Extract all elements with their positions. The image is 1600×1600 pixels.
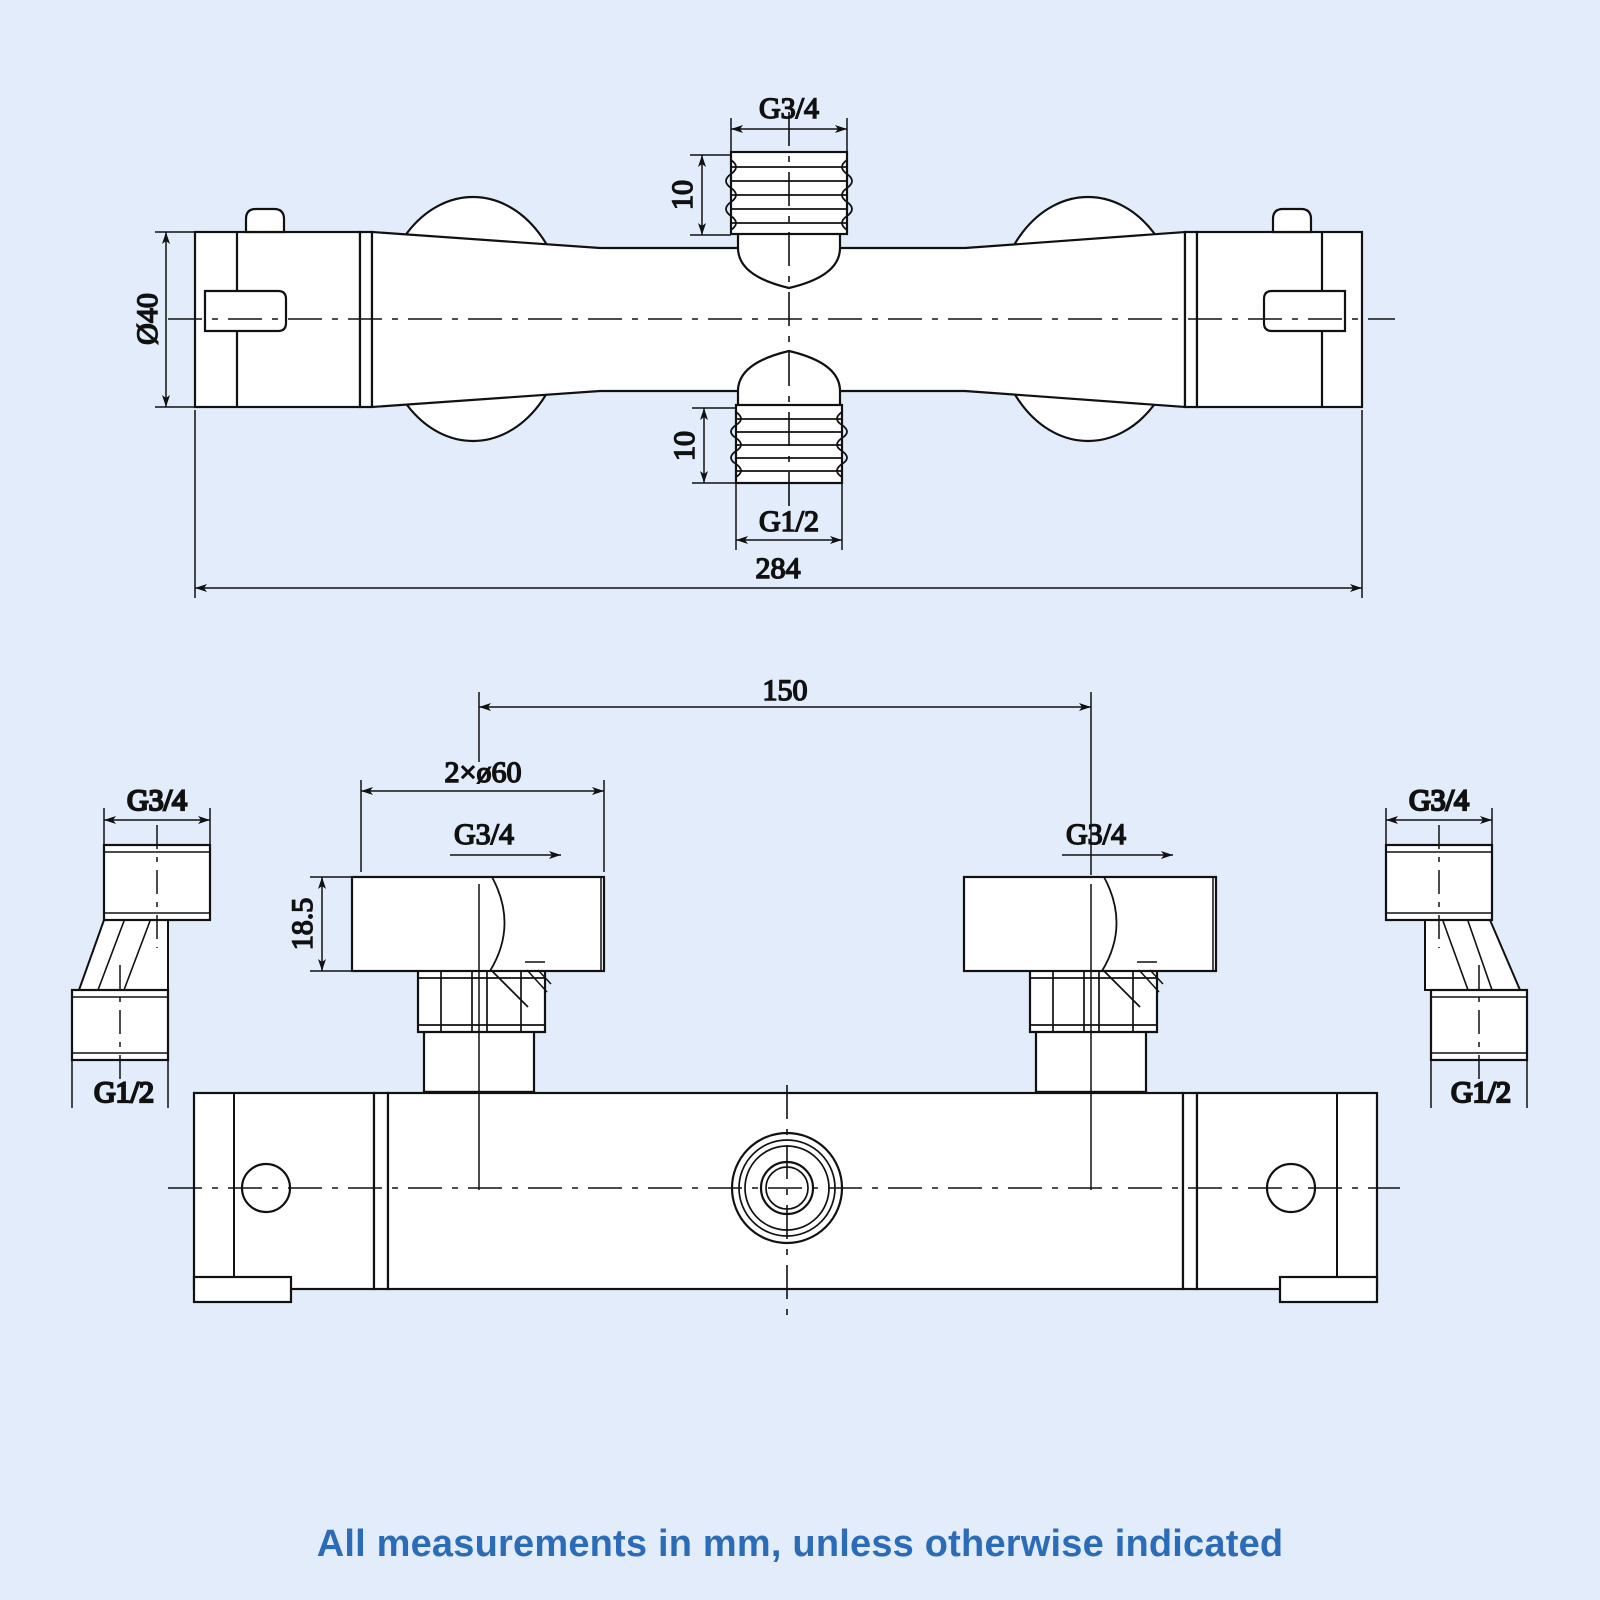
dim-label-dia40: Ø40: [131, 293, 164, 345]
dim-284: [194, 410, 1363, 598]
left-ecc-label-g12: G1/2: [94, 1076, 154, 1109]
right-handle-hatch: [1137, 961, 1164, 993]
dim-10-top: [690, 154, 731, 236]
dim-label-g12-bottom: G1/2: [759, 505, 819, 538]
left-handle-hatch: [525, 961, 552, 993]
left-side-lug: [203, 289, 288, 333]
right-ecc-dim-g34: [1385, 808, 1493, 845]
top-view-dimensions: Ø40 G3/4 10 10 G1/2: [130, 91, 1363, 598]
dim-150: [478, 692, 1092, 875]
right-top-nub: [1271, 207, 1313, 234]
right-ecc-slant-lines: [1442, 920, 1493, 991]
right-handle-hexnut: [1028, 968, 1159, 1034]
left-handle-hexnut-lines: [418, 970, 545, 1032]
dim-label-2x-dia60: 2×ø60: [445, 756, 522, 789]
right-handle-cap: [962, 875, 1218, 973]
front-left-collar: [372, 1091, 390, 1291]
front-center-barrel: [386, 1091, 1185, 1291]
dim-g34-top: [730, 118, 848, 152]
dim-2x-dia60: [360, 780, 605, 872]
right-ecc-label-g34: G3/4: [1409, 784, 1469, 817]
left-handle-hexnut: [416, 968, 547, 1034]
right-ecc-lower-block: [1429, 988, 1529, 1062]
right-ecc-label-g12: G1/2: [1451, 1076, 1511, 1109]
front-view-body: [192, 1091, 1379, 1304]
dim-label-g34-left-handle: G3/4: [454, 818, 514, 851]
dim-label-284: 284: [756, 552, 801, 585]
right-handle-hexnut-lines: [1030, 970, 1157, 1032]
left-ecc-dim-g34: [103, 808, 211, 845]
front-left-foot: [192, 1275, 293, 1304]
left-top-nub: [244, 207, 286, 234]
dim-18-5: [310, 876, 352, 972]
front-view-dimensions: 150 2×ø60 G3/4 18.5 G3/4: [285, 673, 1173, 972]
dim-10-bottom: [692, 407, 736, 484]
dim-label-18-5: 18.5: [286, 898, 319, 951]
right-handle-inner-curve: [1101, 876, 1118, 972]
front-view: [168, 875, 1400, 1318]
left-handle-inner-curve: [489, 876, 506, 972]
dim-g12-bottom: [735, 483, 843, 550]
dim-label-10-top: 10: [666, 180, 699, 210]
left-ecc-slant-lines: [97, 920, 151, 991]
dim-dia40: [155, 231, 205, 408]
dim-label-150: 150: [763, 674, 808, 707]
front-right-foot: [1278, 1275, 1379, 1304]
front-right-collar: [1181, 1091, 1199, 1291]
right-eccentric-detail: G3/4 G1/2: [1384, 783, 1529, 1110]
left-ecc-dim-g12: [71, 1060, 169, 1108]
right-side-lug: [1262, 289, 1347, 333]
left-ecc-label-g34: G3/4: [127, 784, 187, 817]
left-handle-inner-curve2: [491, 970, 529, 1008]
measurement-note: All measurements in mm, unless otherwise…: [316, 1523, 1284, 1565]
dim-label-g34-right-handle: G3/4: [1066, 818, 1126, 851]
left-handle-cap: [350, 875, 606, 973]
dim-label-g34-top: G3/4: [759, 92, 819, 125]
right-handle-inner-curve2: [1103, 970, 1141, 1008]
top-view: [168, 112, 1395, 527]
left-eccentric-detail: G3/4 G1/2: [70, 783, 212, 1110]
dim-label-10-bottom: 10: [668, 431, 701, 461]
right-ecc-dim-g12: [1430, 1060, 1528, 1108]
